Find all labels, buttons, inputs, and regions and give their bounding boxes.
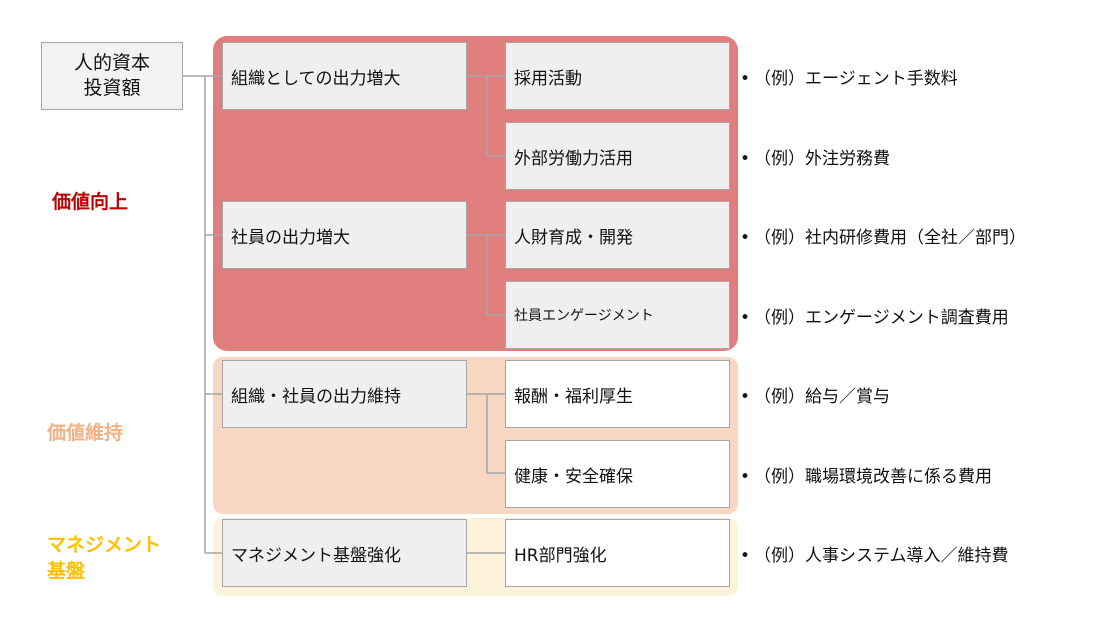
node-external-labor: 外部労働力活用 <box>505 122 730 190</box>
example-hr-text: （例）人事システム導入／維持費 <box>754 546 1009 566</box>
root-label-line1: 人的資本 <box>73 52 150 75</box>
bullet: • <box>740 228 751 248</box>
example-engagement: •（例）エンゲージメント調査費用 <box>740 303 1009 328</box>
node-org-output: 組織としての出力増大 <box>222 42 467 110</box>
example-hr: •（例）人事システム導入／維持費 <box>740 541 1009 566</box>
bullet: • <box>740 149 751 169</box>
example-health-text: （例）職場環境改善に係る費用 <box>754 467 993 487</box>
example-hiring-text: （例）エージェント手数料 <box>754 69 958 89</box>
bullet: • <box>740 69 751 89</box>
node-engagement: 社員エンゲージメント <box>505 281 730 349</box>
category-management-base-line1: マネジメント <box>47 534 162 556</box>
node-compensation: 報酬・福利厚生 <box>505 360 730 428</box>
example-engagement-text: （例）エンゲージメント調査費用 <box>754 308 1009 328</box>
example-compensation-text: （例）給与／賞与 <box>754 387 891 407</box>
category-management-base-line2: 基盤 <box>47 559 86 582</box>
example-hiring: •（例）エージェント手数料 <box>740 64 958 89</box>
node-health-safety: 健康・安全確保 <box>505 440 730 508</box>
node-hiring: 採用活動 <box>505 42 730 110</box>
example-training: •（例）社内研修費用（全社／部門） <box>740 223 1026 248</box>
node-management-base: マネジメント基盤強化 <box>222 519 467 587</box>
root-label-line2: 投資額 <box>83 77 141 99</box>
bullet: • <box>740 308 751 328</box>
node-training: 人財育成・開発 <box>505 201 730 269</box>
example-compensation: •（例）給与／賞与 <box>740 382 890 407</box>
example-training-text: （例）社内研修費用（全社／部門） <box>754 228 1027 248</box>
category-value-keep: 価値維持 <box>47 422 124 444</box>
root-node: 人的資本 投資額 <box>41 42 183 110</box>
node-hr-department: HR部門強化 <box>505 519 730 587</box>
bullet: • <box>740 467 751 487</box>
category-value-up: 価値向上 <box>52 191 129 213</box>
example-external: •（例）外注労務費 <box>740 144 890 169</box>
node-output-maintain: 組織・社員の出力維持 <box>222 360 467 428</box>
bullet: • <box>740 546 751 566</box>
category-management-base: マネジメント 基盤 <box>47 533 161 584</box>
node-employee-output: 社員の出力増大 <box>222 201 467 269</box>
example-health: •（例）職場環境改善に係る費用 <box>740 462 992 487</box>
example-external-text: （例）外注労務費 <box>754 149 891 169</box>
bullet: • <box>740 387 751 407</box>
